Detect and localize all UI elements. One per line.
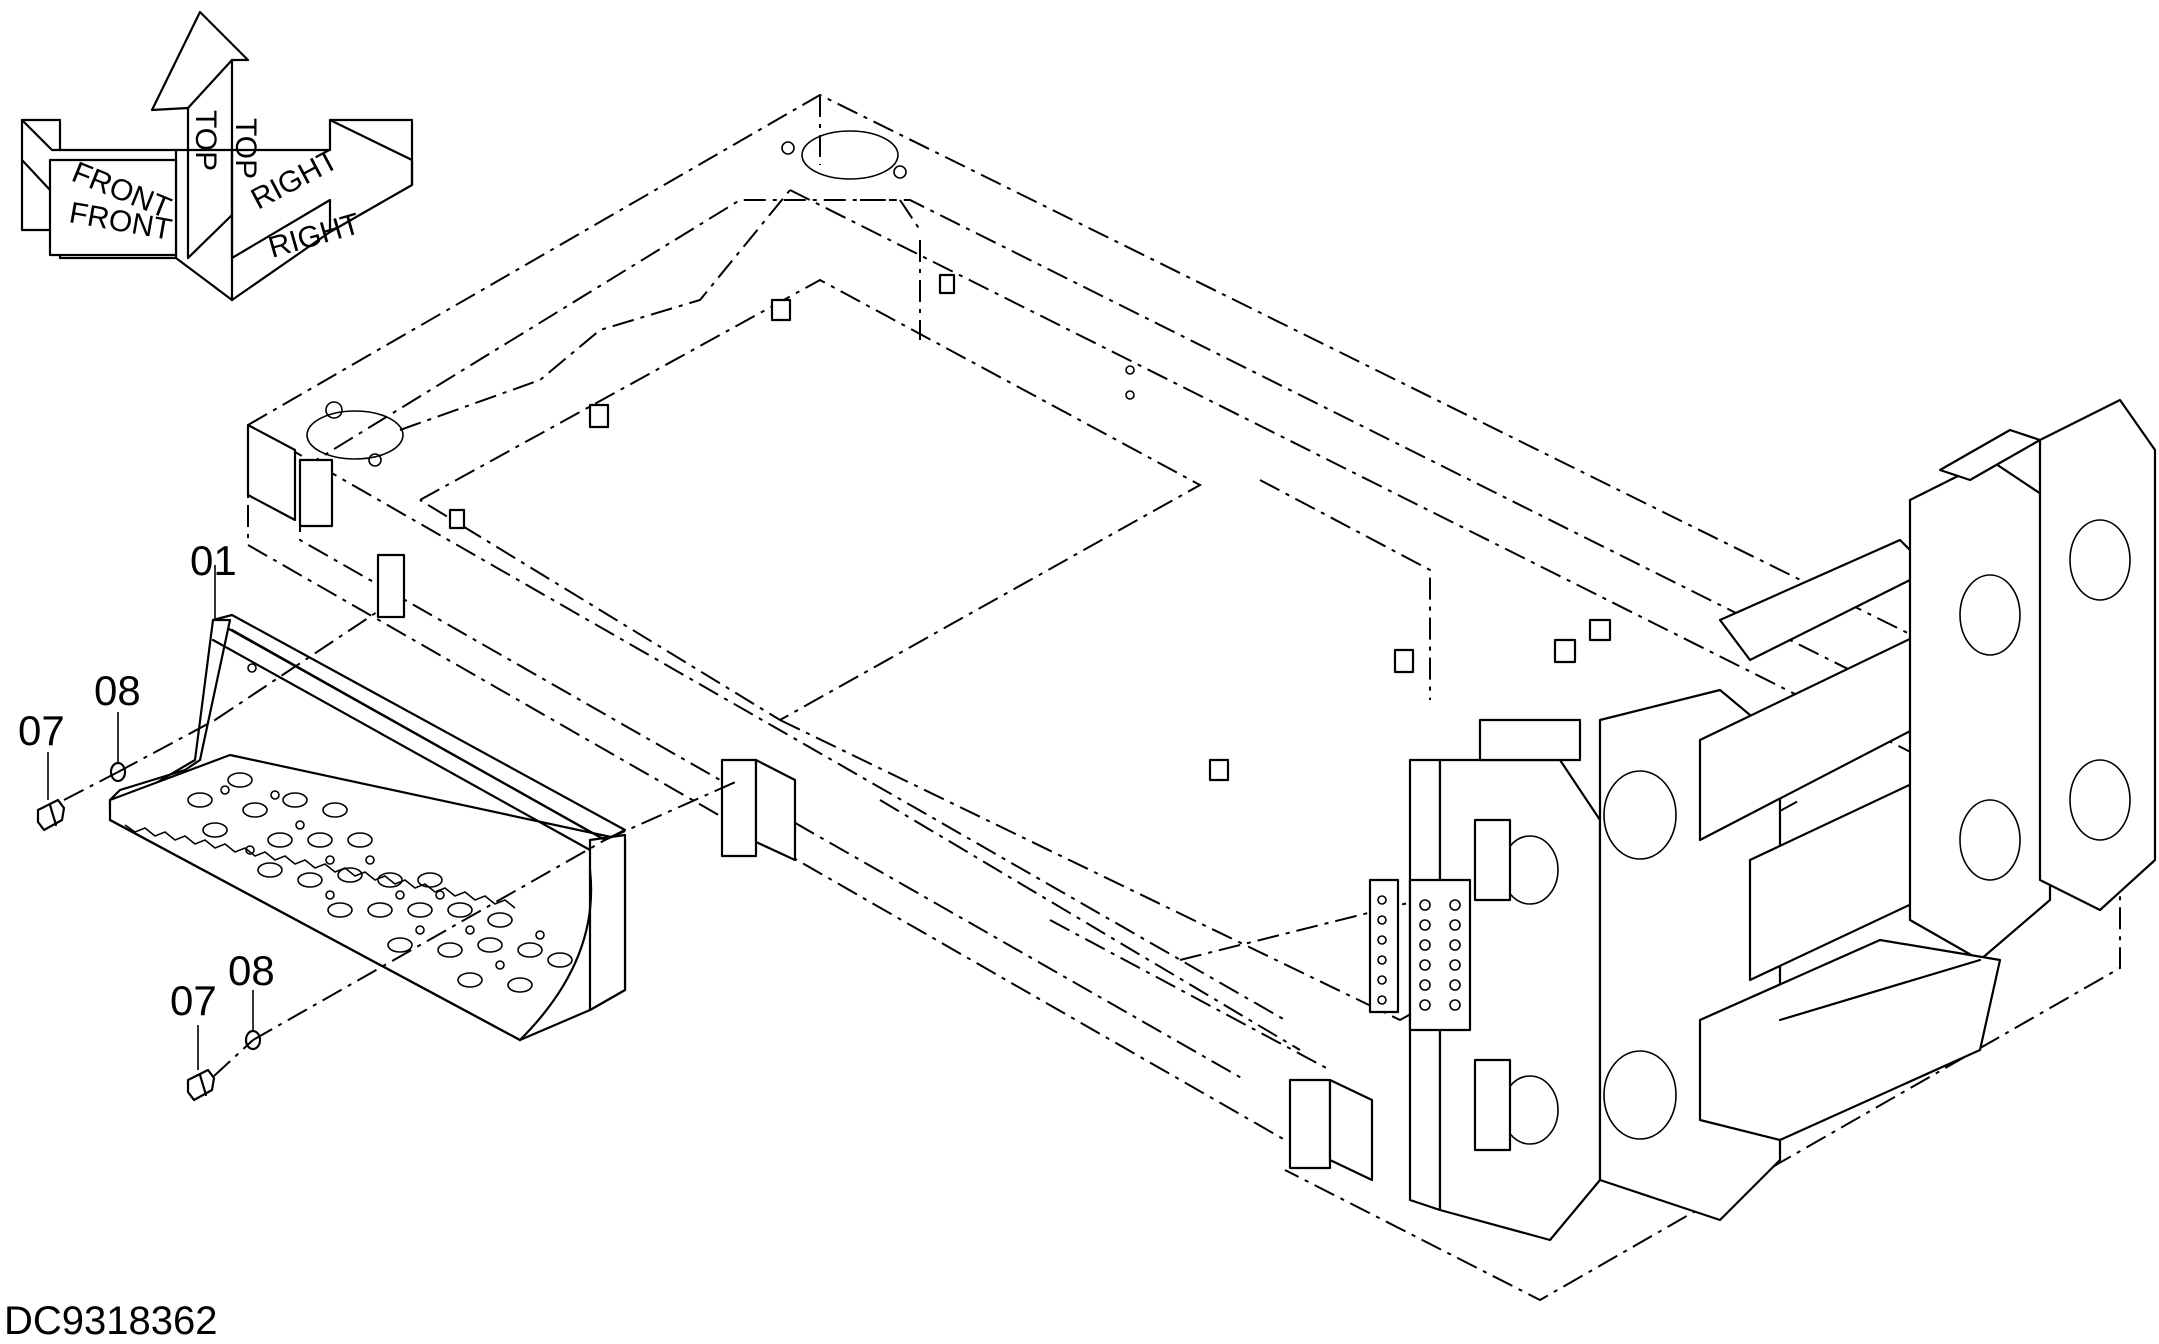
orientation-indicator: FRONT FRONT TOP TOP RIGHT RIGHT [20,10,414,302]
mounting-brackets [246,423,1374,1182]
top-arrow [150,10,250,260]
callout-washer-upper: 08 [94,667,141,714]
boom-brackets [1368,398,2157,1242]
callout-bolt-upper: 07 [18,707,65,754]
frame-openings [306,130,1612,782]
top-label-2: TOP [229,118,262,179]
assembly-lines [47,565,741,1077]
bolt-lower [186,1068,216,1102]
tread-holes [187,772,573,993]
callout-step: 01 [190,537,237,584]
document-id: DC9318362 [4,1299,218,1343]
callout-washer-lower: 08 [228,947,275,994]
bolt-upper [36,798,66,832]
top-label-1: TOP [189,110,222,171]
step-assembly [108,613,627,1042]
step-side-wall [108,618,232,812]
callouts: 01 08 07 08 07 [18,537,275,1024]
callout-bolt-lower: 07 [170,977,217,1024]
